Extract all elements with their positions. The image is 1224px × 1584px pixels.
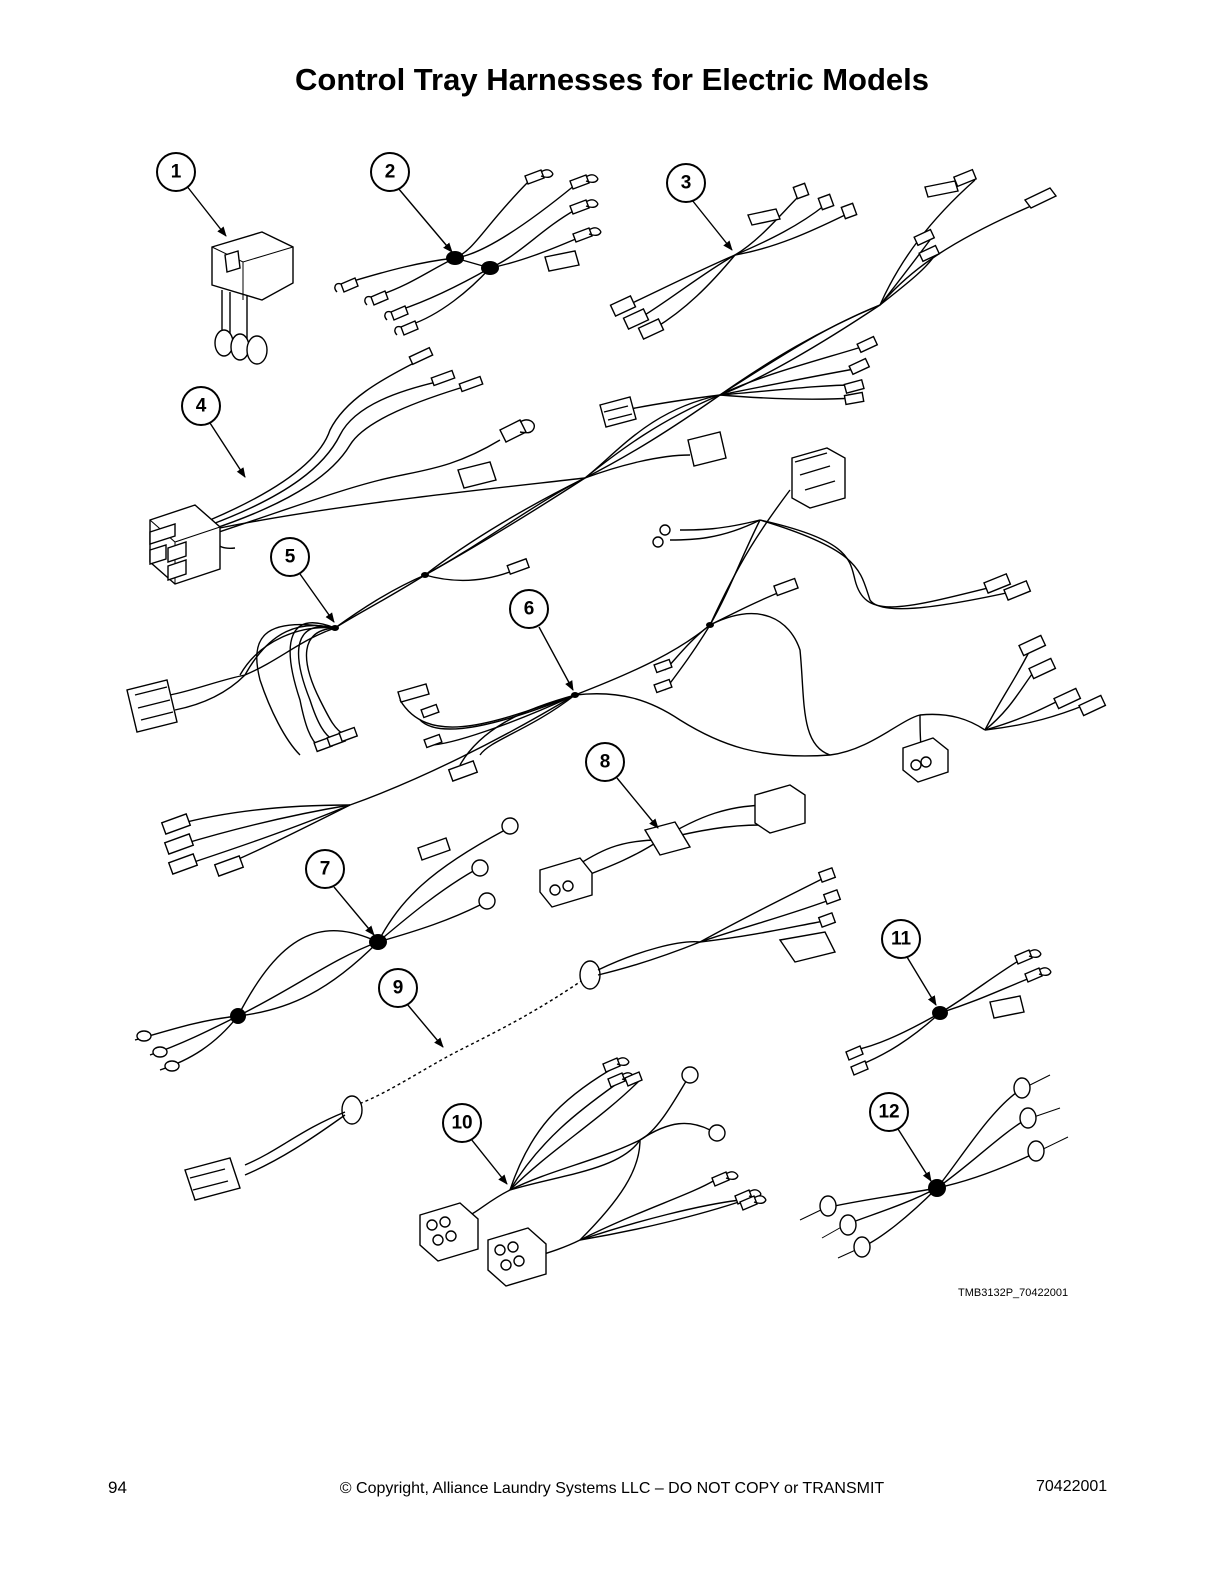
harness-part-9 [184, 867, 842, 1201]
callout-label: 11 [891, 929, 912, 950]
callout-label: 3 [681, 173, 692, 194]
leader-9 [406, 1003, 444, 1048]
leader-3 [691, 199, 733, 251]
leader-5 [299, 573, 335, 623]
callout-11: 11 [881, 919, 921, 959]
relay-part-1 [211, 231, 294, 365]
leader-6 [538, 626, 574, 691]
leader-2 [397, 187, 453, 253]
callout-2: 2 [370, 152, 410, 192]
leader-10 [470, 1138, 508, 1185]
callout-6: 6 [509, 589, 549, 629]
callout-3: 3 [666, 163, 706, 203]
harness-part-2 [334, 169, 602, 336]
leader-11 [906, 956, 937, 1006]
document-number: 70422001 [1036, 1478, 1108, 1495]
harness-part-10 [419, 1057, 767, 1287]
callout-label: 2 [385, 162, 396, 183]
harness-part-6 [160, 447, 1107, 877]
leader-12 [897, 1128, 932, 1182]
callout-label: 8 [600, 752, 611, 773]
harness-part-11 [845, 949, 1052, 1076]
leader-1 [185, 184, 227, 237]
copyright-notice: © Copyright, Alliance Laundry Systems LL… [339, 1480, 885, 1497]
leader-8 [616, 777, 659, 829]
harness-part-8 [539, 784, 806, 908]
callout-5: 5 [270, 537, 310, 577]
callout-label: 9 [393, 978, 404, 999]
callout-8: 8 [585, 742, 625, 782]
harness-part-7 [134, 817, 519, 1072]
callout-10: 10 [442, 1103, 482, 1143]
harness-part-3 [609, 182, 858, 341]
figure-id: TMB3132P_70422001 [958, 1287, 1069, 1299]
callout-9: 9 [378, 968, 418, 1008]
harness-part-5 [126, 168, 1058, 756]
page-title: Control Tray Harnesses for Electric Mode… [295, 62, 929, 97]
callout-label: 12 [878, 1102, 899, 1123]
callout-label: 6 [524, 599, 535, 620]
callout-label: 4 [196, 396, 207, 417]
page-number: 94 [108, 1478, 127, 1497]
callout-label: 1 [171, 162, 182, 183]
leader-4 [209, 422, 246, 478]
callout-1: 1 [156, 152, 196, 192]
callout-label: 5 [285, 547, 296, 568]
callout-12: 12 [869, 1092, 909, 1132]
callout-label: 7 [320, 859, 331, 880]
harness-part-12 [799, 1074, 1069, 1259]
leader-7 [333, 886, 375, 936]
harness-part-4 [149, 346, 586, 585]
callout-7: 7 [305, 849, 345, 889]
callout-label: 10 [451, 1113, 472, 1134]
callout-4: 4 [181, 386, 221, 426]
